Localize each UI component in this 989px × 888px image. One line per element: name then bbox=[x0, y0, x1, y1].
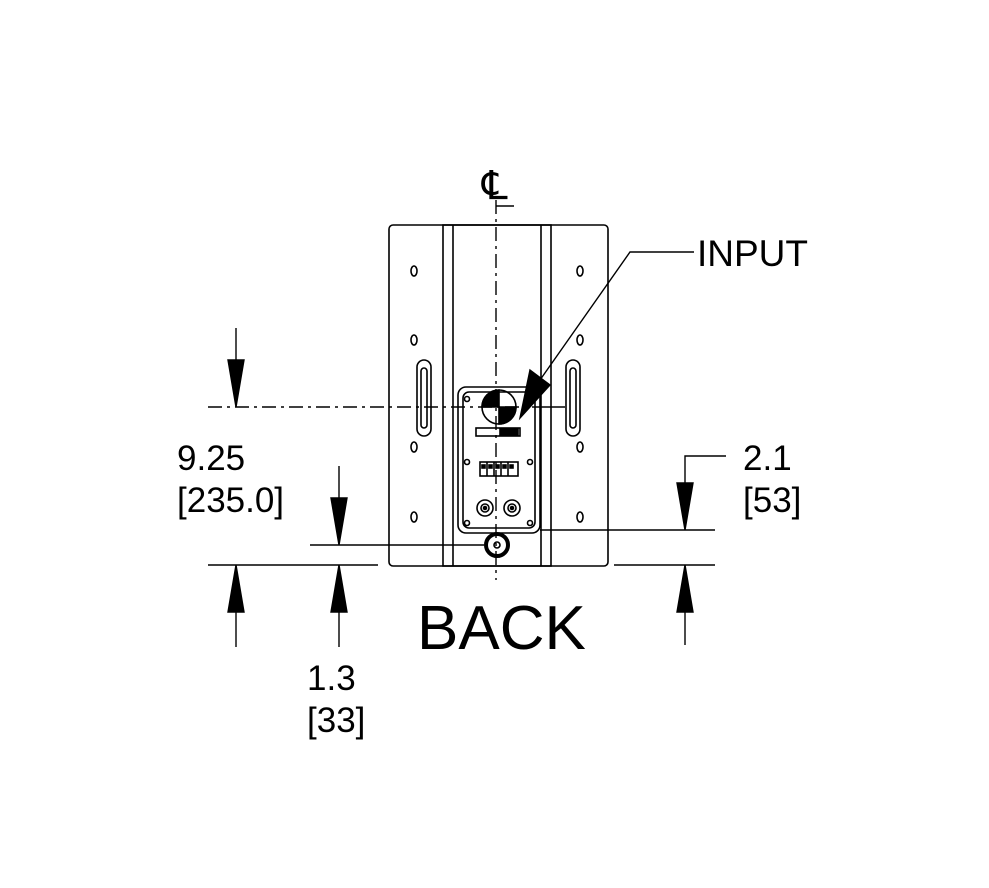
view-title: BACK bbox=[417, 594, 586, 663]
centerline-symbol: ℄ bbox=[482, 163, 508, 209]
plate-offset-mm: [53] bbox=[743, 481, 802, 520]
cabinet-center-panel bbox=[442, 224, 552, 567]
left-screws bbox=[410, 265, 418, 523]
input-connector bbox=[481, 389, 517, 425]
dim-arrows-plate-offset bbox=[676, 455, 726, 645]
input-leader bbox=[518, 251, 694, 421]
input-callout-label: INPUT bbox=[697, 233, 808, 274]
bottom-mount-hole bbox=[484, 532, 510, 558]
overall-height-inches: 9.25 bbox=[177, 439, 246, 478]
right-screws bbox=[576, 265, 584, 523]
binding-posts bbox=[476, 499, 521, 517]
terminal-block bbox=[479, 461, 519, 477]
dim-arrows-bottom-offset bbox=[330, 466, 348, 647]
right-handle bbox=[565, 359, 581, 437]
bottom-offset-inches: 1.3 bbox=[307, 659, 356, 698]
left-handle bbox=[416, 359, 432, 437]
bottom-offset-mm: [33] bbox=[307, 701, 366, 740]
dim-arrows-overall-height bbox=[227, 328, 245, 647]
overall-height-mm: [235.0] bbox=[177, 481, 285, 520]
plate-offset-inches: 2.1 bbox=[743, 439, 792, 478]
